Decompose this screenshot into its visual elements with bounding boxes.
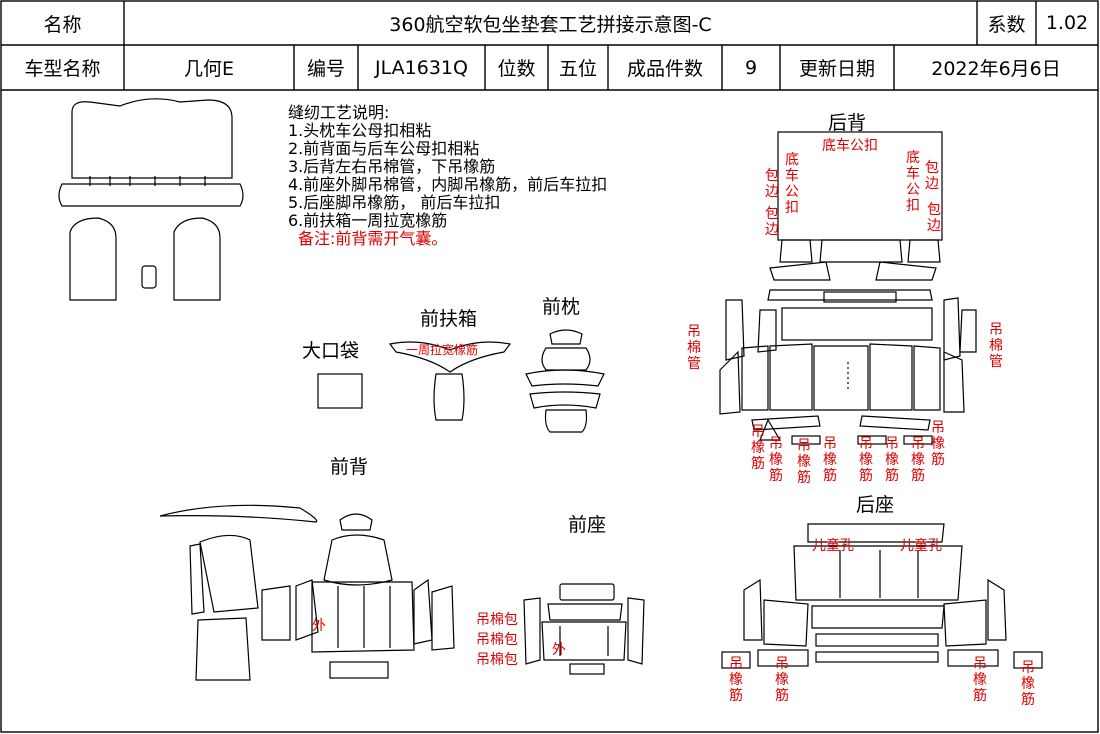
rear-seat-assembly-sketch xyxy=(58,98,244,301)
annot-edge-wrap: 包边 xyxy=(765,168,779,200)
page-title: 360航空软包坐垫套工艺拼接示意图-C xyxy=(389,13,712,36)
annot-cotton-wrap: 吊棉包 xyxy=(476,652,518,668)
annot-child-hole: 儿童孔 xyxy=(900,538,942,554)
seat-label: 位数 xyxy=(497,58,536,80)
model-value: 几何E xyxy=(183,58,234,80)
annot-cotton-tube: 吊棉管 xyxy=(687,324,701,372)
front-armrest-pieces xyxy=(388,341,512,421)
annot-rubber-band: 吊橡筋 xyxy=(823,436,837,484)
note-item: 5.后座脚吊橡筋， 前后车拉扣 xyxy=(288,193,501,212)
label-front-pillow: 前枕 xyxy=(542,296,581,318)
annot-outer: 外 xyxy=(312,618,326,634)
label-front-armrest: 前扶箱 xyxy=(420,308,478,330)
annot-bottom-snap: 底车公扣 xyxy=(822,138,878,154)
annot-outer: 外 xyxy=(552,642,566,658)
annot-rubber-band: 吊橡筋 xyxy=(885,436,899,484)
annot-bottom-snap-vertical: 底车公扣 xyxy=(906,150,920,214)
annot-rubber-band: 吊橡筋 xyxy=(973,656,987,704)
pieces-value: 9 xyxy=(744,56,758,79)
front-back-pieces xyxy=(159,504,455,681)
big-pocket-piece xyxy=(317,373,363,409)
rear-seat-pieces xyxy=(721,523,1043,669)
sewing-notes: 缝纫工艺说明: 1.头枕车公母扣相粘 2.前背面与后车公母扣相粘 3.后背左右吊… xyxy=(288,104,607,248)
note-item: 3.后背左右吊棉管，下吊橡筋 xyxy=(288,157,496,176)
date-value: 2022年6月6日 xyxy=(931,58,1061,80)
coef-value: 1.02 xyxy=(1045,12,1089,34)
annot-rubber-band: 吊橡筋 xyxy=(859,436,873,484)
annot-edge-wrap: 包边 xyxy=(765,206,779,238)
annot-edge-wrap: 包边 xyxy=(925,160,939,192)
annot-cotton-wrap: 吊棉包 xyxy=(476,632,518,648)
label-front-seat: 前座 xyxy=(568,514,607,536)
annot-cotton-wrap: 吊棉包 xyxy=(476,612,518,628)
note-item: 2.前背面与后车公母扣相粘 xyxy=(288,139,480,158)
annot-edge-wrap: 包边 xyxy=(927,202,941,234)
notes-title: 缝纫工艺说明: xyxy=(288,103,390,122)
note-item: 1.头枕车公母扣相粘 xyxy=(288,121,432,140)
notes-remark: 备注:前背需开气囊。 xyxy=(298,229,448,248)
annot-rubber-band: 吊橡筋 xyxy=(769,436,783,484)
front-seat-pieces xyxy=(523,583,645,675)
model-label: 车型名称 xyxy=(24,58,101,80)
front-pillow-pieces xyxy=(525,329,605,433)
rear-back-pieces xyxy=(719,131,977,445)
annot-rubber-band: 吊橡筋 xyxy=(729,656,743,704)
name-label: 名称 xyxy=(43,13,82,36)
label-rear-back: 后背 xyxy=(828,112,867,134)
annot-cotton-tube: 吊棉管 xyxy=(989,322,1003,370)
annot-rubber-band: 吊橡筋 xyxy=(751,424,765,472)
annot-rubber-band: 吊橡筋 xyxy=(931,420,945,468)
annot-child-hole: 儿童孔 xyxy=(812,538,854,554)
label-front-back: 前背 xyxy=(330,456,369,478)
annot-rubber-band: 吊橡筋 xyxy=(775,656,789,704)
annot-rubber-band: 吊橡筋 xyxy=(1021,660,1035,708)
label-rear-seat: 后座 xyxy=(856,494,895,516)
label-big-pocket: 大口袋 xyxy=(302,340,360,362)
coef-label: 系数 xyxy=(987,13,1026,36)
code-label: 编号 xyxy=(306,58,345,80)
code-value: JLA1631Q xyxy=(375,56,468,79)
annot-armrest-band: 一周拉宽橡筋 xyxy=(406,343,479,357)
seat-value: 五位 xyxy=(558,58,597,80)
annot-rubber-band: 吊橡筋 xyxy=(797,438,811,486)
pieces-label: 成品件数 xyxy=(626,58,703,80)
note-item: 4.前座外脚吊棉管，内脚吊橡筋，前后车拉扣 xyxy=(288,175,608,194)
annot-bottom-snap-vertical: 底车公扣 xyxy=(785,152,799,216)
date-label: 更新日期 xyxy=(798,58,875,80)
note-item: 6.前扶箱一周拉宽橡筋 xyxy=(288,211,448,230)
annot-rubber-band: 吊橡筋 xyxy=(911,436,925,484)
